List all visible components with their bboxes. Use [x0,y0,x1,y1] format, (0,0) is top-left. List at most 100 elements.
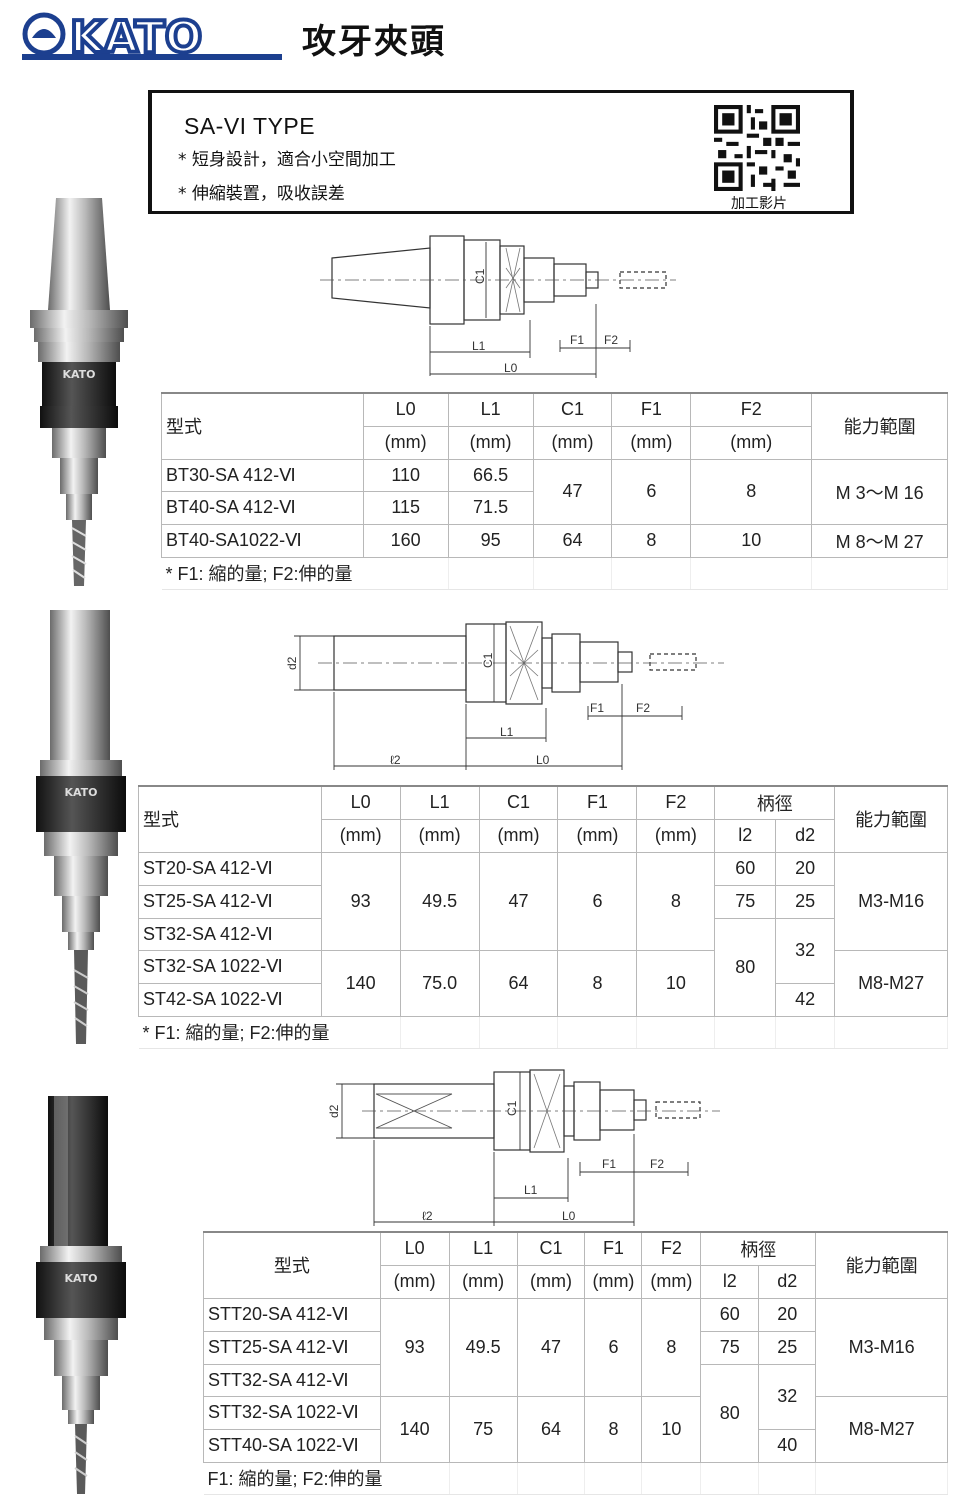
unit-f2: (mm) [636,818,716,853]
unit-l0: (mm) [320,818,401,853]
header-f2: F2 [690,392,813,427]
header-f1: F1 [611,392,692,427]
cell-l2: 75 [700,1330,760,1365]
header-shank: 柄徑 [700,1231,817,1266]
stt-holder-drawing: d2 C1 L1 ℓ2 L0 F1 F2 [327,1069,720,1226]
header-d2: d2 [758,1264,817,1299]
header-l1: L1 [447,392,534,427]
dim-l1: L1 [500,725,514,739]
cell-c1: 47 [516,1297,586,1397]
cell-model: ST42-SA 1022-Ⅵ [138,982,322,1017]
dim-c1: C1 [473,268,487,284]
header-f1: F1 [584,1231,643,1266]
cell-d2: 20 [775,851,836,886]
cell-l0: 93 [320,851,401,951]
cell-d2: 32 [758,1363,817,1430]
cell-model: BT30-SA 412-Ⅵ [161,458,364,492]
cell-model: STT32-SA 412-Ⅵ [203,1363,381,1397]
cell-capacity: M8-M27 [834,949,948,1017]
dim-d2: d2 [285,656,299,670]
table-row: ST32-SA 412-Ⅵ 80 32 [138,917,948,1017]
cell-f2: 10 [636,949,716,1017]
dim-c1: C1 [481,652,495,668]
cell-d2: 32 [775,917,836,984]
bt-holder-photo: KATO [30,198,128,586]
logo-text: KATO [70,12,202,60]
table-row: STT40-SA 1022-Ⅵ 40 [203,1428,948,1463]
cell-l2: 75 [714,884,777,919]
cell-f1: 6 [584,1297,643,1397]
cell-c1: 47 [532,458,613,525]
unit-c1: (mm) [478,818,559,853]
cell-model: STT40-SA 1022-Ⅵ [203,1428,381,1463]
cell-model: STT32-SA 1022-Ⅵ [203,1395,381,1430]
cell-model: BT40-SA 412-Ⅵ [161,490,364,525]
dim-f1: F1 [590,701,604,715]
unit-f1: (mm) [611,425,692,460]
cell-l0: 140 [379,1395,450,1463]
header-l0: L0 [362,392,449,427]
unit-f1: (mm) [584,1264,643,1299]
unit-c1: (mm) [516,1264,586,1299]
cell-model: ST32-SA 1022-Ⅵ [138,949,322,984]
cell-f1: 6 [557,851,638,951]
cell-l0: 93 [379,1297,450,1397]
cell-d2: 20 [758,1297,817,1332]
qr-code-icon[interactable] [714,105,800,191]
cell-l0: 110 [362,458,449,492]
cell-l1: 95 [447,523,534,558]
cell-capacity: M 8～M 27 [811,523,948,558]
cell-c1: 64 [478,949,559,1017]
cell-model: STT20-SA 412-Ⅵ [203,1297,381,1332]
table-row: STT32-SA 1022-Ⅵ 140 75 64 8 10 M8-M27 [203,1395,948,1463]
header-l0: L0 [379,1231,450,1266]
table-row: ST25-SA 412-Ⅵ 75 25 [138,884,948,919]
dim-l0: L0 [504,361,518,375]
st-spec-table: 型式 L0 L1 C1 F1 F2 柄徑 能力範圍 (mm) (mm) (mm)… [138,785,948,1049]
cell-capacity: M3-M16 [815,1297,948,1397]
header-f2: F2 [641,1231,702,1266]
unit-f2: (mm) [641,1264,702,1299]
header-capacity: 能力範圍 [834,785,948,853]
cell-l2: 60 [700,1297,760,1332]
cell-l2: 80 [714,917,777,1017]
st-holder-photo: KATO [36,610,126,1044]
photo-brand: KATO [64,786,97,799]
cell-model: ST25-SA 412-Ⅵ [138,884,322,919]
product-info-box: SA-VI TYPE * 短身設計，適合小空間加工 * 伸縮裝置，吸收誤差 加工… [148,90,854,214]
table-row: ST20-SA 412-Ⅵ 93 49.5 47 6 8 60 20 M3-M1… [138,851,948,951]
photo-brand: KATO [62,368,95,381]
dim-l2: ℓ2 [390,753,401,767]
dim-l0: L0 [562,1209,576,1223]
header-f2: F2 [636,785,716,820]
cell-model: BT40-SA1022-Ⅵ [161,523,364,558]
table-note: F1: 縮的量; F2:伸的量 [203,1461,450,1495]
cell-l0: 115 [362,490,449,525]
dim-f1: F1 [570,333,584,347]
cell-l1: 66.5 [447,458,534,492]
header-c1: C1 [532,392,613,427]
dim-l2: ℓ2 [422,1209,433,1223]
unit-l1: (mm) [399,818,480,853]
header-l2: l2 [700,1264,760,1299]
unit-f1: (mm) [557,818,638,853]
dim-f2: F2 [636,701,650,715]
header-l1: L1 [448,1231,518,1266]
cell-f1: 8 [611,523,692,558]
dim-f2: F2 [604,333,618,347]
table-note: * F1: 縮的量; F2:伸的量 [161,556,449,590]
cell-f1: 8 [557,949,638,1017]
header-l0: L0 [320,785,401,820]
dim-l1: L1 [524,1183,538,1197]
cell-l1: 75 [448,1395,518,1463]
unit-f2: (mm) [690,425,813,460]
header-model: 型式 [161,392,364,460]
unit-l0: (mm) [379,1264,450,1299]
dim-f2: F2 [650,1157,664,1171]
cell-f2: 8 [690,458,813,525]
cell-l1: 49.5 [448,1297,518,1397]
cell-f2: 10 [641,1395,702,1463]
header-l1: L1 [399,785,480,820]
unit-l1: (mm) [447,425,534,460]
cell-d2: 40 [758,1428,817,1463]
